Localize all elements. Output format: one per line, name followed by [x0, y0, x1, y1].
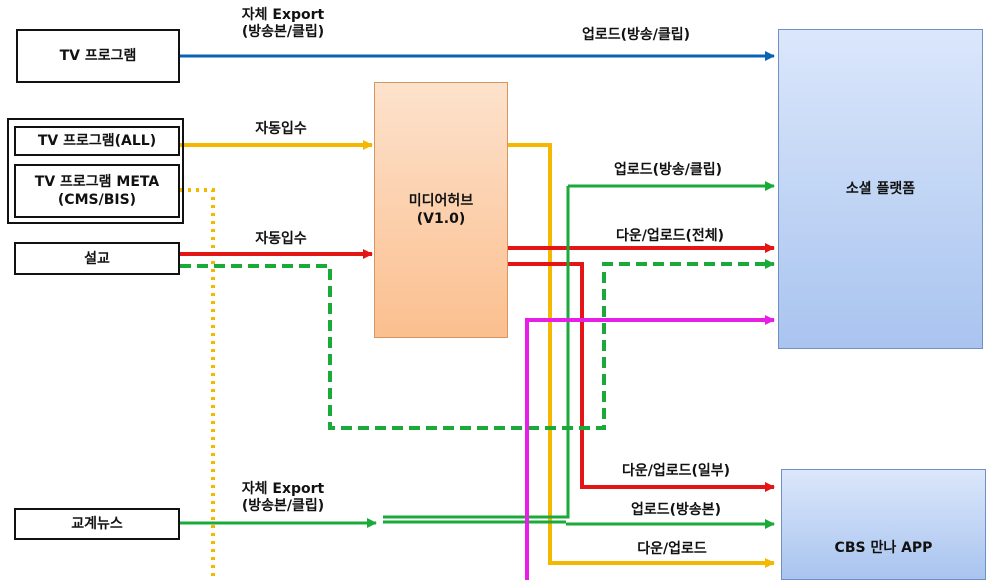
edge-label-self-export-2-line1: 자체 Export [241, 481, 325, 497]
edge-label-download-upload-all: 다운/업로드(전체) [615, 228, 725, 244]
node-cbs-app: CBS 만나 APP [781, 469, 986, 580]
edge-label-self-export-1-line2: (방송본/클립) [241, 24, 325, 40]
node-media-hub: 미디어허브 (V1.0) [374, 82, 508, 338]
line-meta-dotted [180, 188, 215, 580]
edge-label-upload-broadcast: 업로드(방송본) [630, 502, 722, 518]
edge-label-upload-mid: 업로드(방송/클립) [613, 162, 723, 178]
node-media-hub-version: (V1.0) [416, 211, 466, 227]
edge-label-self-export-2-line2: (방송본/클립) [241, 498, 325, 514]
node-cbs-app-label: CBS 만나 APP [834, 539, 933, 556]
edge-label-self-export-1: 자체 Export (방송본/클립) [224, 7, 342, 41]
node-media-hub-title: 미디어허브 [408, 193, 474, 209]
node-tv-program: TV 프로그램 [16, 29, 180, 83]
node-tv-program-all-label: TV 프로그램(ALL) [37, 133, 157, 149]
node-tv-program-all: TV 프로그램(ALL) [14, 126, 180, 156]
edge-label-auto-ingest-2: 자동입수 [255, 231, 307, 247]
edge-label-upload-top: 업로드(방송/클립) [581, 27, 691, 43]
line-connector-double [383, 186, 570, 524]
arrow-hub-to-cbs-yellow [508, 143, 775, 568]
node-church-news-label: 교계뉴스 [71, 516, 123, 532]
node-tv-program-meta-label: TV 프로그램 META [34, 174, 160, 190]
edge-label-download-upload: 다운/업로드 [637, 541, 707, 557]
node-tv-program-meta: TV 프로그램 META (CMS/BIS) [14, 164, 180, 218]
tv-program-group [7, 118, 184, 224]
edge-label-auto-ingest-1: 자동입수 [255, 121, 307, 137]
node-tv-program-label: TV 프로그램 [59, 48, 137, 64]
node-sermon: 설교 [14, 242, 180, 275]
arrow-hub-to-cbs-red [508, 262, 775, 492]
edge-label-download-upload-partial: 다운/업로드(일부) [621, 463, 731, 479]
node-social-platform-label: 소셜 플랫폼 [845, 181, 916, 197]
node-tv-program-meta-sub: (CMS/BIS) [57, 192, 137, 208]
arrow-magenta-to-social [525, 315, 775, 580]
node-sermon-label: 설교 [84, 250, 110, 267]
arrow-sermon-to-social-dashed [180, 259, 775, 430]
node-church-news: 교계뉴스 [14, 508, 180, 540]
edge-label-self-export-1-line1: 자체 Export [241, 7, 325, 23]
edge-label-self-export-2: 자체 Export (방송본/클립) [224, 481, 342, 515]
node-social-platform: 소셜 플랫폼 [778, 29, 983, 349]
